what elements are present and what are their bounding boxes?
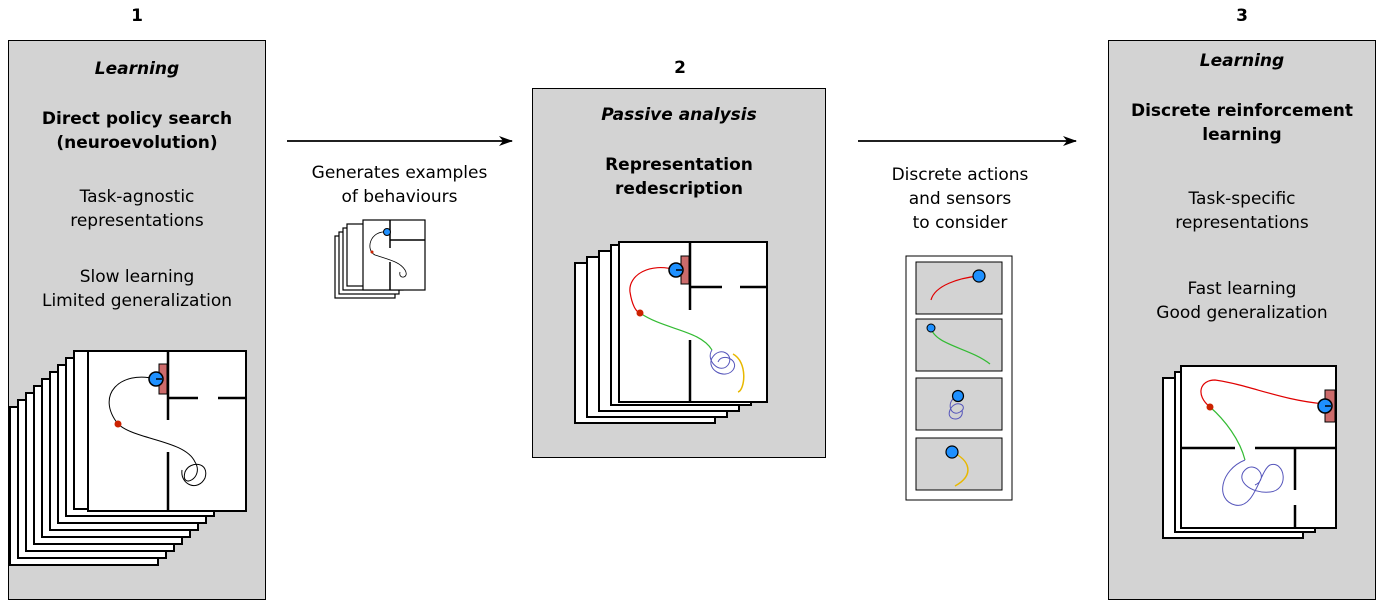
step2-method-line1: Representation xyxy=(605,155,753,175)
step1-method-line2: (neuroevolution) xyxy=(56,133,218,153)
action-box-4 xyxy=(915,437,1003,491)
step1-mode: Learning xyxy=(94,59,180,79)
step3-method-line2: learning xyxy=(1202,125,1282,145)
step3-maze-stack xyxy=(1162,365,1337,539)
step3-perf-line2: Good generalization xyxy=(1156,303,1328,323)
step3-mode: Learning xyxy=(1199,51,1285,71)
action-box-2 xyxy=(915,318,1003,372)
step1-repr-line1: Task-agnostic xyxy=(79,187,195,207)
step1-number: 1 xyxy=(131,6,143,26)
step2-maze-stack xyxy=(574,241,768,424)
step1-maze-stack xyxy=(9,350,247,566)
step2-number: 2 xyxy=(674,58,686,78)
step3-method-line1: Discrete reinforcement xyxy=(1130,101,1353,121)
step2-method-line2: redescription xyxy=(615,179,743,199)
step1-repr-line2: representations xyxy=(70,211,204,231)
step3-number: 3 xyxy=(1236,6,1248,26)
small-maze-stack xyxy=(334,219,426,299)
step3-repr-line2: representations xyxy=(1175,213,1309,233)
action-box-1 xyxy=(915,261,1003,315)
start-point xyxy=(114,420,122,428)
step1-trajectory xyxy=(108,376,207,487)
arrow1-label-line1: Generates examples xyxy=(311,163,488,183)
step1-perf-line2: Limited generalization xyxy=(41,291,233,311)
arrow2-label-line2: and sensors xyxy=(908,189,1012,209)
step3-repr-line1: Task-specific xyxy=(1188,189,1296,209)
step1-method-line1: Direct policy search xyxy=(41,109,233,129)
arrow1-label-line2: of behaviours xyxy=(341,187,458,207)
step2-mode: Passive analysis xyxy=(601,105,757,125)
step1-maze-walls xyxy=(166,351,246,511)
step3-perf-line1: Fast learning xyxy=(1187,279,1297,299)
arrow2-label-line1: Discrete actions xyxy=(891,165,1029,185)
step1-perf-line1: Slow learning xyxy=(79,267,195,287)
action-box-3 xyxy=(915,377,1003,431)
arrow2-label-line3: to consider xyxy=(912,213,1008,233)
